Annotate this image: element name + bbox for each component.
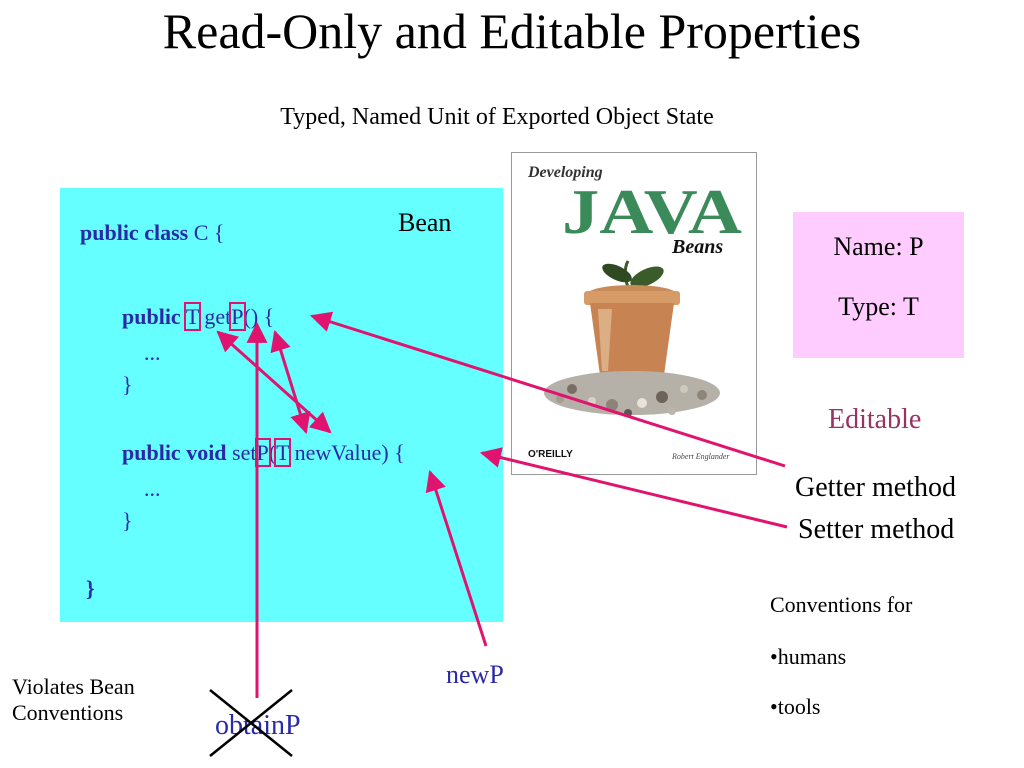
code-setter-line: public void setP(T newValue) { — [122, 438, 405, 467]
book-publisher-text: O'REILLY — [528, 449, 573, 460]
getter-prop-highlight: P — [229, 302, 246, 331]
code-ellipsis: ... — [144, 476, 161, 501]
code-getter-line: public T getP() { — [122, 302, 275, 331]
code-brace: } — [122, 372, 133, 397]
code-text: C { — [188, 220, 225, 245]
book-author-text: Robert Englander — [671, 452, 730, 461]
code-text: get — [198, 304, 232, 329]
book-developing-text: Developing — [527, 164, 603, 181]
getter-type-highlight: T — [183, 302, 201, 331]
conventions-item: •tools — [770, 694, 821, 719]
conventions-item: •humans — [770, 644, 847, 669]
code-class-close: } — [86, 576, 95, 601]
code-text: () { — [243, 304, 275, 329]
bean-label: Bean — [398, 208, 452, 237]
book-beans-text: Beans — [671, 236, 723, 258]
code-text: set — [226, 440, 257, 465]
getter-method-label: Getter method — [795, 472, 956, 503]
bean-code-box — [60, 188, 503, 622]
obtainp-label: obtainP — [215, 710, 301, 741]
violates-line: Violates Bean — [12, 674, 135, 699]
code-ellipsis: ... — [144, 340, 161, 365]
slide-subtitle: Typed, Named Unit of Exported Object Sta… — [280, 104, 714, 130]
editable-label: Editable — [828, 404, 922, 435]
pebbles-illustration — [544, 371, 720, 417]
property-info-box: Name: P Type: T — [793, 212, 964, 358]
code-text: ( — [268, 440, 277, 465]
newp-label: newP — [446, 660, 504, 689]
flower-pot-illustration — [584, 285, 680, 380]
conventions-title: Conventions for — [770, 592, 913, 617]
violates-conventions-note: Violates Bean Conventions — [12, 674, 135, 726]
property-type: Type: T — [838, 292, 919, 321]
slide-title: Read-Only and Editable Properties — [162, 3, 862, 59]
code-text: newValue) { — [289, 440, 405, 465]
violates-line: Conventions — [12, 700, 124, 725]
code-brace: } — [122, 508, 133, 533]
code-keyword: public — [122, 304, 181, 329]
code-class-declaration: public class C { — [80, 220, 224, 246]
property-name: Name: P — [833, 232, 924, 261]
java-beans-book-cover: Developing JAVA Beans — [511, 152, 757, 475]
setter-method-label: Setter method — [798, 514, 955, 545]
setter-type-highlight: T — [274, 438, 292, 467]
code-keyword: public void — [122, 440, 227, 465]
code-keyword: public class — [80, 220, 189, 245]
setter-prop-highlight: P — [254, 438, 271, 467]
book-java-text: JAVA — [562, 176, 742, 247]
